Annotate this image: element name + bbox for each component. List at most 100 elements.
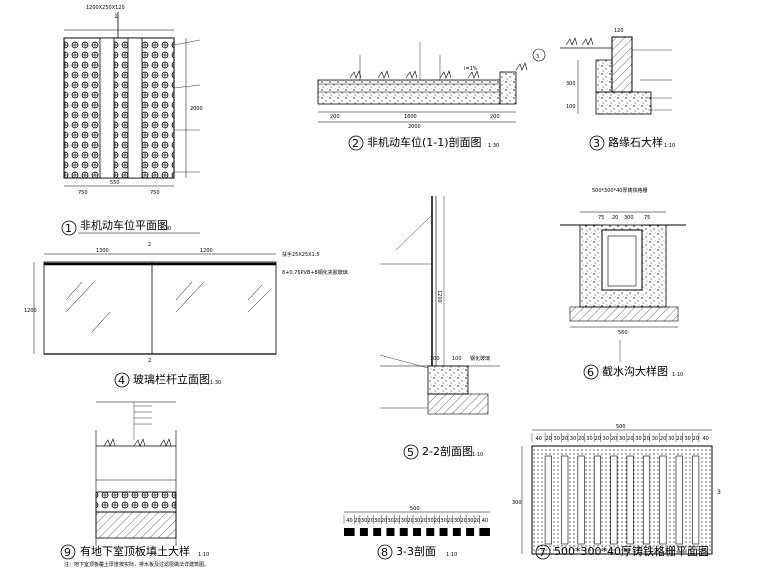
cut-mark-1: 1 — [114, 13, 118, 20]
d8-seg-5: 20 — [381, 518, 387, 524]
grating-slot-19 — [692, 455, 700, 545]
d2-slope: i=1% — [464, 66, 478, 72]
d2-dim-c: 200 — [490, 114, 500, 120]
d1-title: 非机动车位平面图 — [80, 218, 168, 232]
drawing-2-section: i=1% 200 1600 200 2000 3 2 非机动车位(1-1)剖面图… — [317, 42, 546, 151]
d8-seg-6: 30 — [387, 518, 393, 524]
section-bar-0 — [344, 528, 355, 536]
d7-title: 500*300*40厚铸铁格栅平面图 — [554, 544, 709, 558]
d7-cut-mark: 3 — [717, 489, 721, 496]
d7-seg-5: 20 — [578, 436, 584, 442]
grating-slot-13 — [642, 455, 651, 545]
grating-slot-17 — [675, 455, 683, 545]
d8-seg-2: 30 — [361, 518, 367, 524]
grating-slot-9 — [610, 455, 618, 545]
d1-top-dim: 1200X250X120 — [86, 5, 125, 11]
d9-scale: 1:10 — [198, 552, 209, 558]
d2-number: 2 — [352, 137, 359, 150]
d3-dim-a: 120 — [614, 28, 624, 34]
d5-number: 5 — [407, 446, 414, 459]
d7-seg-14: 30 — [652, 436, 658, 442]
d7-height: 300 — [512, 500, 522, 506]
d7-seg-12: 30 — [635, 436, 641, 442]
d7-seg-1: 20 — [545, 436, 551, 442]
d8-seg-10: 30 — [414, 518, 420, 524]
d7-seg-19: 20 — [693, 436, 699, 442]
d2-title: 非机动车位(1-1)剖面图 — [367, 135, 482, 149]
drawing-9-fill: 9 有地下室顶板填土大样 1:10 注：地下室顶板覆土厚度按实际，排水板及过滤层… — [60, 401, 209, 568]
drawing-6-trench: 75 20 300 75 500*300*40厚铸铁格栅 560 6 截水沟大样… — [560, 187, 686, 380]
d7-slots — [544, 455, 700, 545]
d6-width: 560 — [618, 330, 628, 336]
section-bar-10 — [413, 528, 421, 536]
d9-number: 9 — [64, 546, 71, 559]
d8-seg-13: 20 — [434, 518, 440, 524]
d5-dim-height: 1200 — [436, 290, 442, 303]
grating-slot-11 — [626, 455, 634, 545]
d3-dim-b: 300 — [566, 81, 576, 87]
d7-seg-9: 20 — [611, 436, 617, 442]
d7-seg-8: 30 — [603, 436, 609, 442]
d8-seg-4: 30 — [374, 518, 380, 524]
d4-scale: 1:30 — [210, 380, 221, 386]
d4-cut-mark-top: 2 — [148, 242, 151, 248]
d2-dim-b: 1600 — [404, 114, 417, 120]
d4-note-b: 8+0.76PVB+8钢化夹胶玻璃 — [282, 269, 348, 276]
d4-side-dim: 1200 — [24, 308, 37, 314]
d8-seg-15: 20 — [447, 518, 453, 524]
d1-right-dim: 2000 — [190, 106, 203, 112]
d7-scale: 1:5 — [700, 552, 708, 558]
d6-dim-c: 300 — [624, 215, 634, 221]
d8-seg-1: 20 — [354, 518, 360, 524]
drawing-5-section: 1200 100 100 钢化玻璃 5 2-2剖面图 1:10 — [379, 196, 500, 460]
d6-scale: 1:10 — [672, 372, 683, 378]
drawing-4-railing: 1300 1200 1200 2 2 扶手25X25X1.5 8+0.76PVB… — [24, 242, 348, 388]
d4-top-dim-b: 1200 — [200, 248, 213, 254]
grating-slot-15 — [659, 455, 667, 545]
grating-slot-5 — [577, 455, 585, 545]
section-bar-16 — [452, 528, 461, 536]
d8-bars — [344, 528, 490, 536]
d8-seg-3: 20 — [368, 518, 374, 524]
d5-scale: 1:10 — [472, 452, 483, 458]
d8-number: 8 — [381, 546, 388, 559]
d7-seg-0: 40 — [536, 436, 542, 442]
d3-number: 3 — [593, 137, 600, 150]
section-bar-12 — [426, 528, 435, 536]
d1-scale: 1:30 — [160, 226, 171, 232]
d8-seg-11: 20 — [421, 518, 427, 524]
d7-seg-20: 40 — [702, 436, 708, 442]
d7-seg-18: 30 — [684, 436, 690, 442]
d9-title: 有地下室顶板填土大样 — [80, 544, 190, 558]
d3-dim-c: 100 — [566, 104, 576, 110]
d2-dim-a: 200 — [330, 114, 340, 120]
d7-total: 500 — [616, 424, 626, 430]
d8-seg-8: 30 — [401, 518, 407, 524]
d4-title: 玻璃栏杆立面图 — [133, 372, 210, 386]
d1-number-circle — [61, 220, 77, 236]
d6-dim-d: 75 — [644, 215, 650, 221]
d5-dim-b: 100 — [452, 356, 462, 362]
drawing-1-plan: 1 1200X250X120 2000 750 550 750 1 非机动车位平… — [61, 5, 203, 236]
drawing-3-curb: 120 300 100 3 路缘石大样 1:10 — [560, 28, 675, 151]
d8-seg-17: 20 — [460, 518, 466, 524]
d7-seg-11: 20 — [627, 436, 633, 442]
d3-title: 路缘石大样 — [608, 135, 663, 149]
d2-scale: 1:30 — [488, 143, 499, 149]
d7-seg-13: 20 — [644, 436, 650, 442]
d7-seg-16: 30 — [668, 436, 674, 442]
section-bar-2 — [359, 528, 368, 536]
d7-seg-15: 20 — [660, 436, 666, 442]
d6-dim-b: 20 — [612, 215, 618, 221]
d7-number: 7 — [539, 546, 546, 559]
d7-seg-7: 20 — [594, 436, 600, 442]
d8-seg-19: 20 — [474, 518, 480, 524]
d6-number: 6 — [587, 366, 594, 379]
d1-number: 1 — [65, 222, 72, 235]
section-bar-4 — [373, 528, 382, 536]
d7-seg-6: 30 — [586, 436, 592, 442]
